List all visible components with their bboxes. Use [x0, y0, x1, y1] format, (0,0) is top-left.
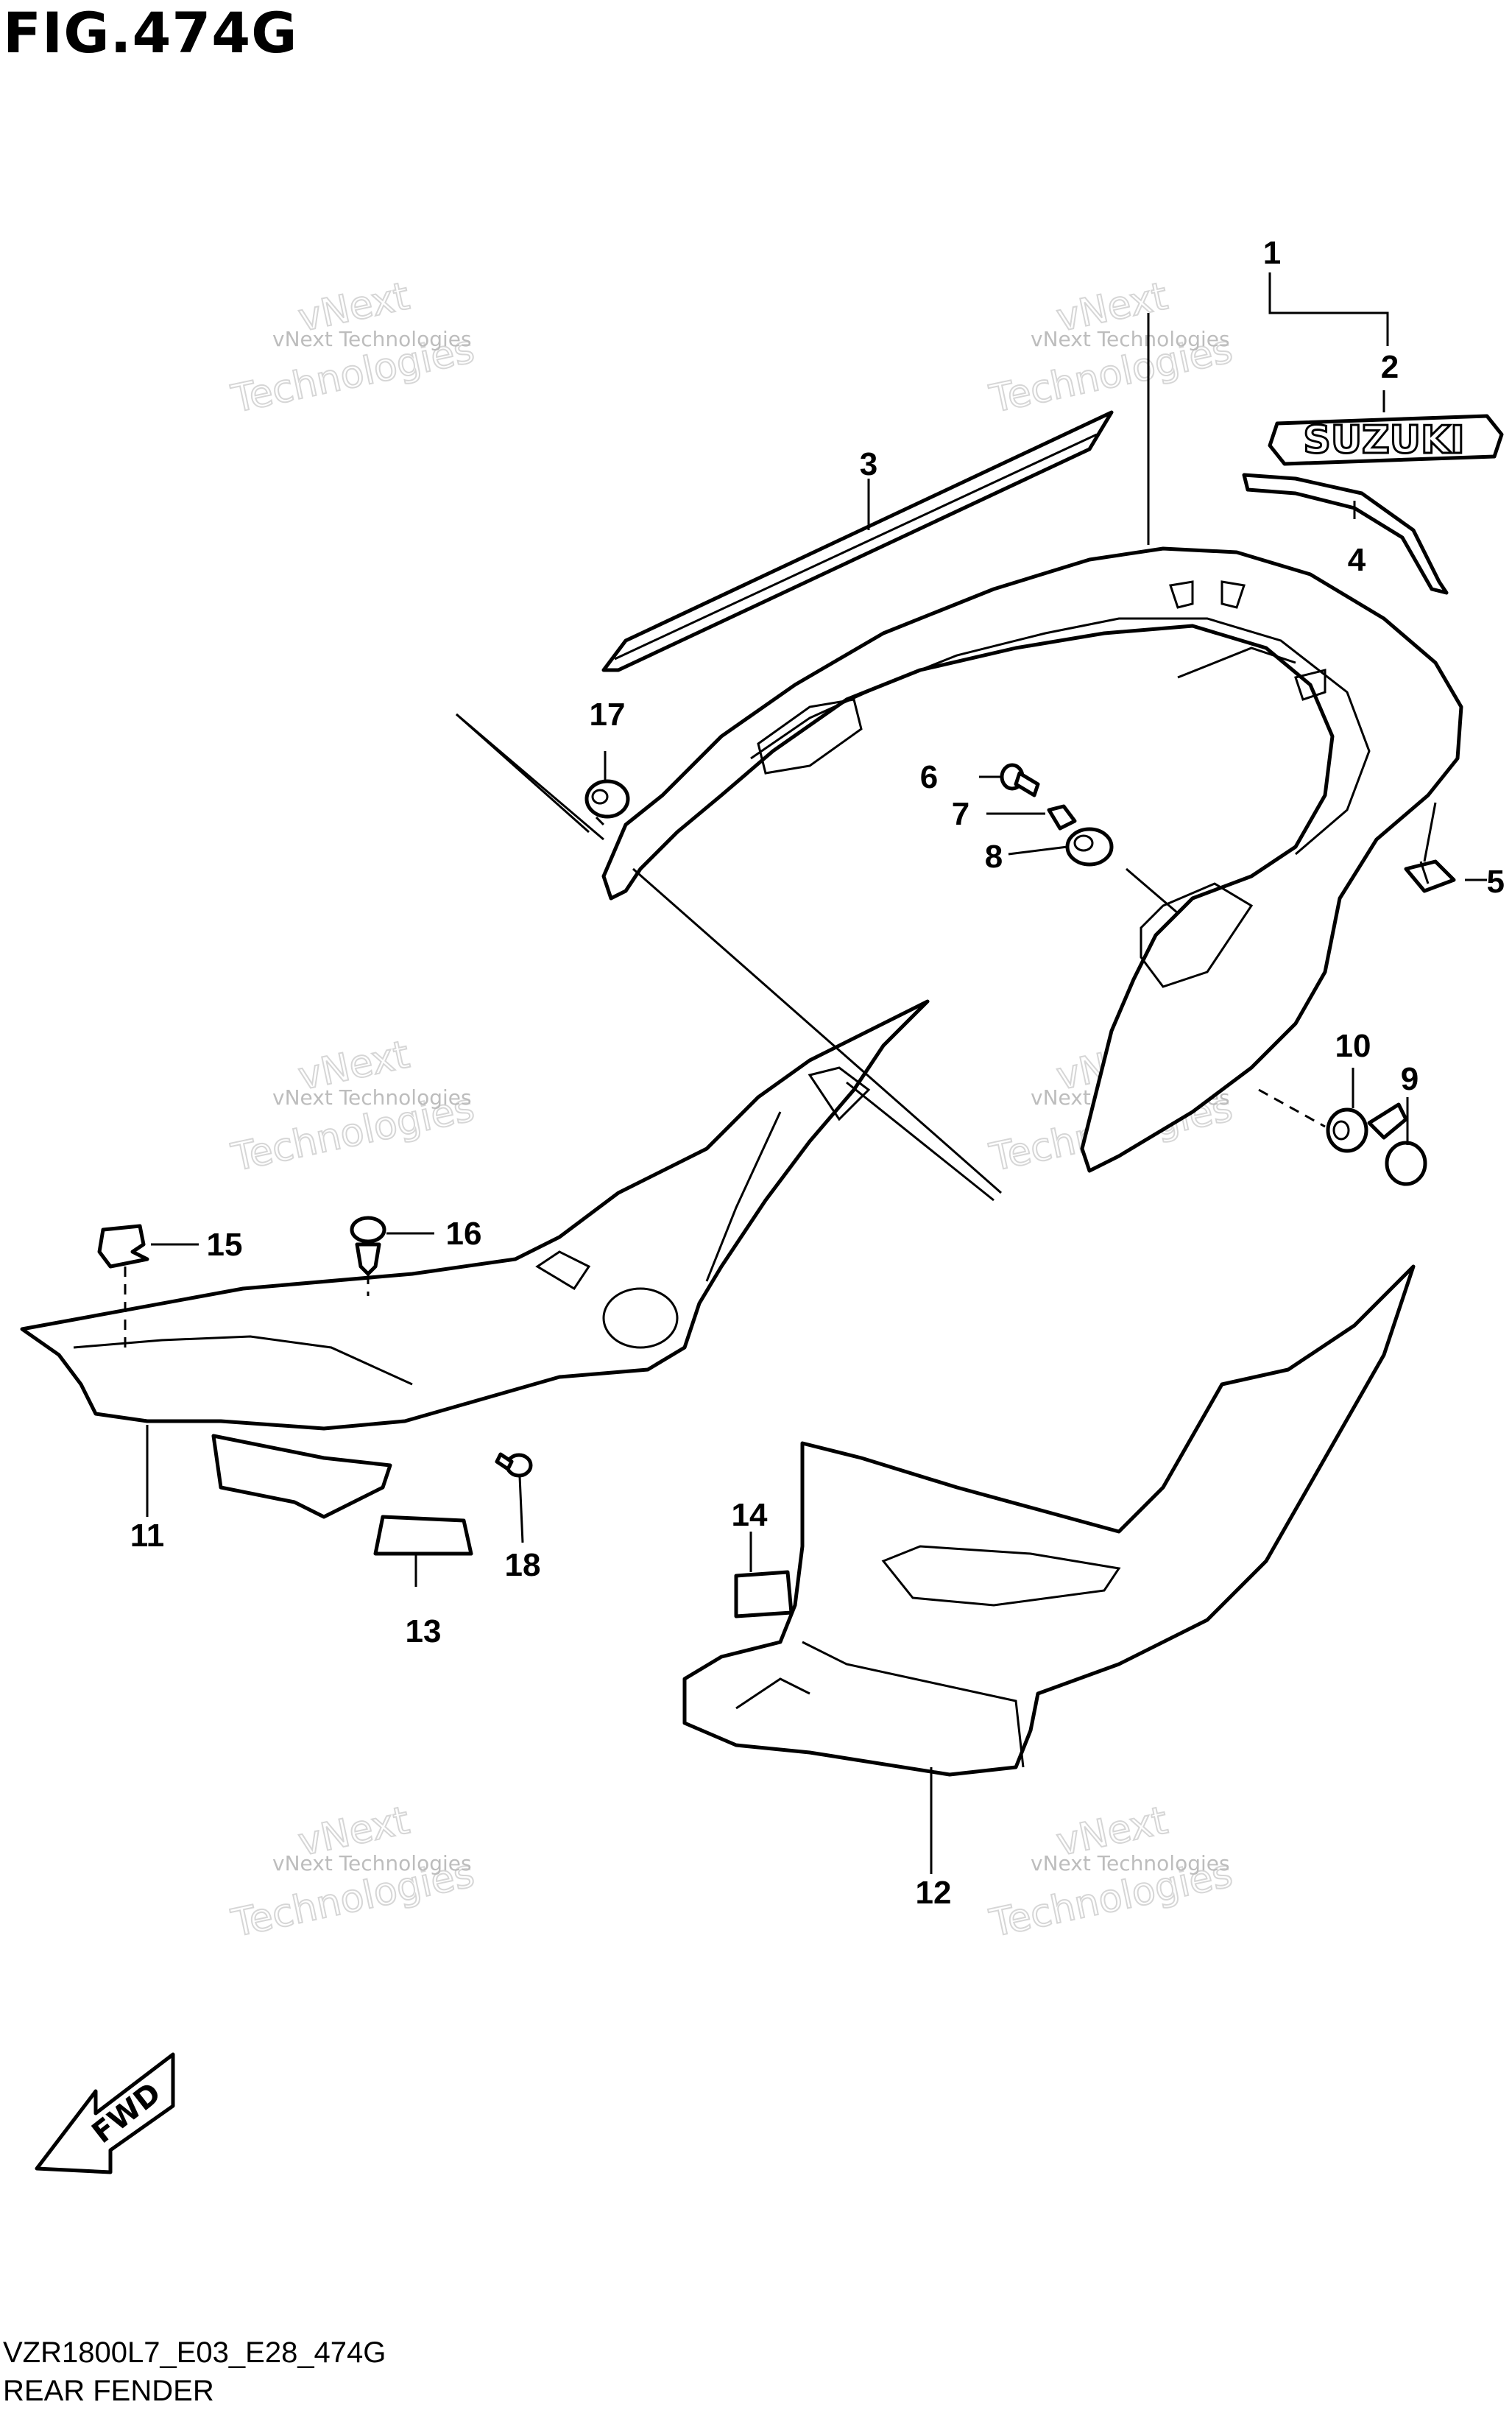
watermark-text: vNext Technologies — [272, 327, 472, 351]
callout-14: 14 — [732, 1497, 768, 1533]
watermark: vNext Technologies vNext Technologies — [985, 273, 1237, 422]
callout-10: 10 — [1335, 1028, 1371, 1064]
section-name: REAR FENDER — [3, 2375, 214, 2407]
pad-part — [373, 1515, 473, 1556]
push-rivet-part — [1367, 1102, 1427, 1186]
callout-4: 4 — [1348, 542, 1366, 578]
callout-18: 18 — [505, 1547, 541, 1583]
callout-9: 9 — [1401, 1061, 1419, 1097]
watermark-text: vNext Technologies — [1031, 327, 1230, 351]
callout-15: 15 — [207, 1227, 243, 1263]
collar-part — [1047, 804, 1077, 831]
callout-17: 17 — [590, 697, 626, 733]
curved-tape-part — [1242, 473, 1449, 595]
callout-7: 7 — [952, 796, 969, 832]
callout-13: 13 — [406, 1613, 442, 1649]
watermark-text: vNext Technologies — [1031, 1851, 1230, 1875]
watermark: vNext Technologies vNext Technologies — [227, 1032, 478, 1180]
grommet-part — [1326, 1107, 1368, 1153]
screw-part — [1000, 763, 1040, 797]
fender-grommet-part — [97, 1224, 149, 1269]
small-pad-part — [734, 1570, 794, 1618]
watermark-text: vNext Technologies — [272, 1851, 472, 1875]
callout-12: 12 — [916, 1875, 952, 1911]
emblem-text: SUZUKI — [1303, 418, 1464, 462]
watermark-text: vNext Technologies — [272, 1085, 472, 1110]
rear-seat-cowl-part — [601, 546, 1463, 1173]
clip-part — [350, 1216, 386, 1276]
callout-16: 16 — [446, 1216, 482, 1252]
figure-title: FIG.474G — [3, 0, 298, 66]
frame-cover-part — [682, 1264, 1416, 1777]
rear-fender-part — [20, 999, 930, 1519]
callout-numbers: 1 2 3 4 5 6 7 8 9 10 11 12 13 14 15 16 1… — [130, 235, 1505, 1911]
cushion-part — [1065, 827, 1114, 867]
watermark: vNext Technologies vNext Technologies — [985, 1797, 1237, 1946]
callout-6: 6 — [920, 759, 938, 795]
callout-3: 3 — [860, 446, 877, 482]
callout-1: 1 — [1263, 235, 1281, 271]
callout-11: 11 — [130, 1518, 165, 1554]
callout-2: 2 — [1381, 349, 1399, 385]
model-code: VZR1800L7_E03_E28_474G — [3, 2336, 386, 2369]
fwd-arrow: FWD — [35, 2052, 175, 2174]
side-stripe-part — [601, 410, 1114, 672]
callout-5: 5 — [1487, 864, 1505, 900]
suzuki-emblem-part: SUZUKI — [1268, 414, 1504, 466]
watermark: vNext Technologies vNext Technologies — [227, 1797, 478, 1946]
fender-screw-part — [495, 1452, 533, 1478]
watermark: vNext Technologies vNext Technologies — [227, 273, 478, 422]
leader-lines — [124, 272, 1487, 1874]
callout-8: 8 — [985, 839, 1003, 875]
clip-nut-part — [1404, 859, 1456, 893]
cowl-cushion-part — [584, 779, 630, 819]
